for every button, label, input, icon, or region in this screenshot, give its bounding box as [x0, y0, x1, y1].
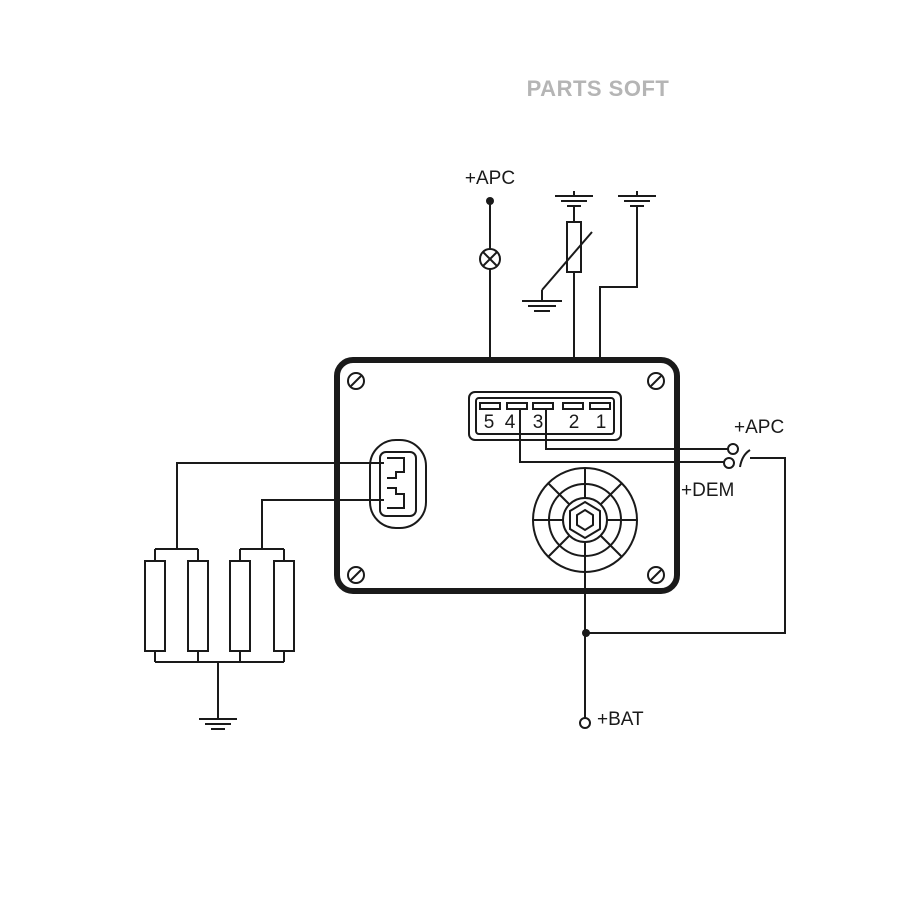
- control-module: 5 4 3 2 1: [334, 357, 680, 594]
- pin1-ground-circuit: [599, 191, 656, 403]
- signal-connector: 5 4 3 2 1: [468, 391, 622, 441]
- pin-label-1: 1: [596, 412, 607, 433]
- apc-switch-terminal: [727, 443, 739, 455]
- dem-label: +DEM: [681, 480, 734, 501]
- glow-plug-circuit: [144, 462, 384, 730]
- watermark-text: PARTS SOFT: [527, 76, 670, 101]
- warning-lamp-icon: [479, 248, 501, 270]
- battery-circuit: +BAT: [579, 572, 644, 730]
- battery-terminal-icon: [532, 467, 638, 573]
- glow-plug-bank-left: [144, 548, 209, 662]
- screw-icon: [347, 372, 365, 390]
- bat-label: +BAT: [597, 709, 644, 730]
- bat-terminal: [579, 717, 591, 729]
- apc-right-label: +APC: [734, 417, 784, 438]
- pin-label-3: 3: [533, 412, 544, 433]
- screw-icon: [347, 566, 365, 584]
- glow-plug-3: [229, 560, 251, 652]
- ground-icon: [199, 718, 237, 730]
- ground-icon: [555, 191, 593, 207]
- ground-icon: [522, 300, 562, 312]
- power-connector: [369, 439, 427, 529]
- dem-switch-terminal: [723, 457, 735, 469]
- screw-icon: [647, 566, 665, 584]
- apc-top-label: +APC: [465, 168, 515, 189]
- junction-node: [582, 629, 590, 637]
- pin-label-5: 5: [484, 412, 495, 433]
- ignition-switch-icon: [739, 449, 751, 468]
- glow-plug-1: [144, 560, 166, 652]
- glow-plug-4: [273, 560, 295, 652]
- thermistor-icon: [541, 221, 593, 300]
- pin-label-4: 4: [505, 412, 516, 433]
- glow-plug-2: [187, 560, 209, 652]
- glow-plug-bank-right: [229, 548, 295, 662]
- pin-label-2: 2: [569, 412, 580, 433]
- ignition-switch-circuit: +APC +DEM: [519, 409, 786, 634]
- ground-icon: [618, 191, 656, 207]
- screw-icon: [647, 372, 665, 390]
